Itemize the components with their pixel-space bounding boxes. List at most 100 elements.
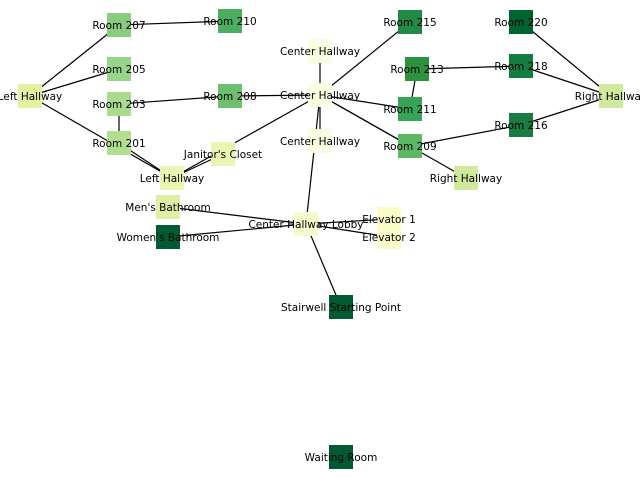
node-marker bbox=[107, 57, 131, 81]
node-label: Women's Bathroom bbox=[117, 232, 220, 244]
node-label: Men's Bathroom bbox=[125, 202, 210, 214]
node-elevator_2: Elevator 2 bbox=[362, 225, 416, 249]
node-stairwell_starting_point: Stairwell Starting Point bbox=[281, 295, 401, 319]
node-marker bbox=[294, 212, 318, 236]
node-label: Right Hallway bbox=[430, 173, 502, 185]
edge-center_hallway_mid-center_hallway_lobby bbox=[305, 94, 321, 225]
node-label: Right Hallway bbox=[575, 91, 640, 103]
node-label: Elevator 2 bbox=[362, 232, 416, 244]
node-marker bbox=[211, 142, 235, 166]
edge-room_215-center_hallway_mid bbox=[319, 21, 411, 96]
node-center_hallway_low: Center Hallway bbox=[280, 129, 360, 153]
edge-room_207-left_hallway_far bbox=[29, 24, 120, 97]
node-label: Janitor's Closet bbox=[183, 149, 262, 161]
node-room_205: Room 205 bbox=[92, 57, 146, 81]
node-marker bbox=[509, 113, 533, 137]
node-label: Room 220 bbox=[494, 17, 547, 29]
node-marker bbox=[308, 83, 332, 107]
edge-room_209-room_216 bbox=[409, 124, 522, 147]
edge-room_213-room_218 bbox=[416, 65, 522, 70]
node-label: Center Hallway bbox=[280, 136, 360, 148]
node-marker bbox=[107, 13, 131, 37]
node-label: Center Hallway Lobby bbox=[248, 219, 363, 231]
node-room_210: Room 210 bbox=[203, 9, 257, 33]
edge-center_hallway_lobby-stairwell_starting_point bbox=[305, 223, 342, 308]
node-label: Room 209 bbox=[383, 141, 436, 153]
node-left_hallway_far: Left Hallway bbox=[0, 84, 62, 108]
node-label: Left Hallway bbox=[140, 173, 205, 185]
node-label: Left Hallway bbox=[0, 91, 62, 103]
node-label: Center Hallway bbox=[280, 46, 360, 58]
edge-room_203-room_208 bbox=[118, 95, 231, 105]
edge-room_216-right_hallway_far bbox=[520, 95, 612, 126]
node-marker bbox=[599, 84, 623, 108]
node-marker bbox=[218, 9, 242, 33]
node-marker bbox=[398, 134, 422, 158]
edge-womens_bathroom-center_hallway_lobby bbox=[167, 223, 307, 238]
node-label: Room 216 bbox=[494, 120, 548, 132]
node-label: Room 215 bbox=[383, 17, 436, 29]
node-label: Room 211 bbox=[383, 104, 436, 116]
node-room_209: Room 209 bbox=[383, 134, 437, 158]
node-center_hallway_top: Center Hallway bbox=[280, 39, 360, 63]
edge-room_208-center_hallway_mid bbox=[229, 94, 321, 97]
node-marker bbox=[398, 10, 422, 34]
node-marker bbox=[308, 39, 332, 63]
node-marker bbox=[156, 195, 180, 219]
node-marker bbox=[156, 225, 180, 249]
node-janitors_closet: Janitor's Closet bbox=[183, 142, 262, 166]
node-label: Room 210 bbox=[203, 16, 256, 28]
node-label: Room 218 bbox=[494, 61, 547, 73]
node-center_hallway_lobby: Center Hallway Lobby bbox=[248, 212, 364, 236]
node-marker bbox=[509, 10, 533, 34]
node-room_201: Room 201 bbox=[92, 131, 146, 155]
edge-left_hallway-center_hallway_mid bbox=[171, 94, 321, 179]
edge-room_205-left_hallway_far bbox=[29, 68, 120, 97]
node-mens_bathroom: Men's Bathroom bbox=[125, 195, 211, 219]
node-waiting_room: Waiting Room bbox=[305, 445, 378, 469]
node-label: Room 203 bbox=[92, 99, 145, 111]
node-left_hallway: Left Hallway bbox=[140, 166, 205, 190]
edge-center_hallway_lobby-elevator_1 bbox=[305, 218, 390, 225]
node-marker bbox=[218, 84, 242, 108]
node-room_215: Room 215 bbox=[383, 10, 437, 34]
node-label: Waiting Room bbox=[305, 452, 378, 464]
node-label: Room 201 bbox=[92, 138, 145, 150]
node-marker bbox=[377, 225, 401, 249]
edge-left_hallway_far-left_hallway bbox=[29, 95, 173, 179]
node-room_211: Room 211 bbox=[383, 97, 437, 121]
edge-room_218-right_hallway_far bbox=[520, 65, 612, 97]
node-room_207: Room 207 bbox=[92, 13, 146, 37]
edge-center_hallway_mid-room_211 bbox=[319, 94, 411, 110]
node-label: Room 207 bbox=[92, 20, 145, 32]
node-room_203: Room 203 bbox=[92, 92, 146, 116]
node-marker bbox=[329, 295, 353, 319]
node-center_hallway_mid: Center Hallway bbox=[280, 83, 360, 107]
node-marker bbox=[107, 131, 131, 155]
node-marker bbox=[329, 445, 353, 469]
node-label: Elevator 1 bbox=[362, 214, 416, 226]
node-room_218: Room 218 bbox=[494, 54, 548, 78]
edge-mens_bathroom-center_hallway_lobby bbox=[167, 206, 307, 225]
edge-center_hallway_lobby-elevator_2 bbox=[305, 223, 390, 238]
edge-room_207-room_210 bbox=[118, 20, 231, 26]
node-right_hallway_far: Right Hallway bbox=[575, 84, 640, 108]
node-room_216: Room 216 bbox=[494, 113, 548, 137]
node-marker bbox=[308, 129, 332, 153]
node-room_213: Room 213 bbox=[390, 57, 444, 81]
node-label: Room 213 bbox=[390, 64, 443, 76]
node-marker bbox=[18, 84, 42, 108]
edge-room_220-right_hallway_far bbox=[520, 21, 612, 97]
node-label: Center Hallway bbox=[280, 90, 360, 102]
node-label: Room 208 bbox=[203, 91, 256, 103]
node-womens_bathroom: Women's Bathroom bbox=[117, 225, 220, 249]
node-label: Stairwell Starting Point bbox=[281, 302, 401, 314]
node-marker bbox=[405, 57, 429, 81]
node-label: Room 205 bbox=[92, 64, 145, 76]
edge-center_hallway_mid-right_hallway bbox=[319, 94, 467, 179]
node-right_hallway: Right Hallway bbox=[430, 166, 502, 190]
node-marker bbox=[107, 92, 131, 116]
node-marker bbox=[454, 166, 478, 190]
